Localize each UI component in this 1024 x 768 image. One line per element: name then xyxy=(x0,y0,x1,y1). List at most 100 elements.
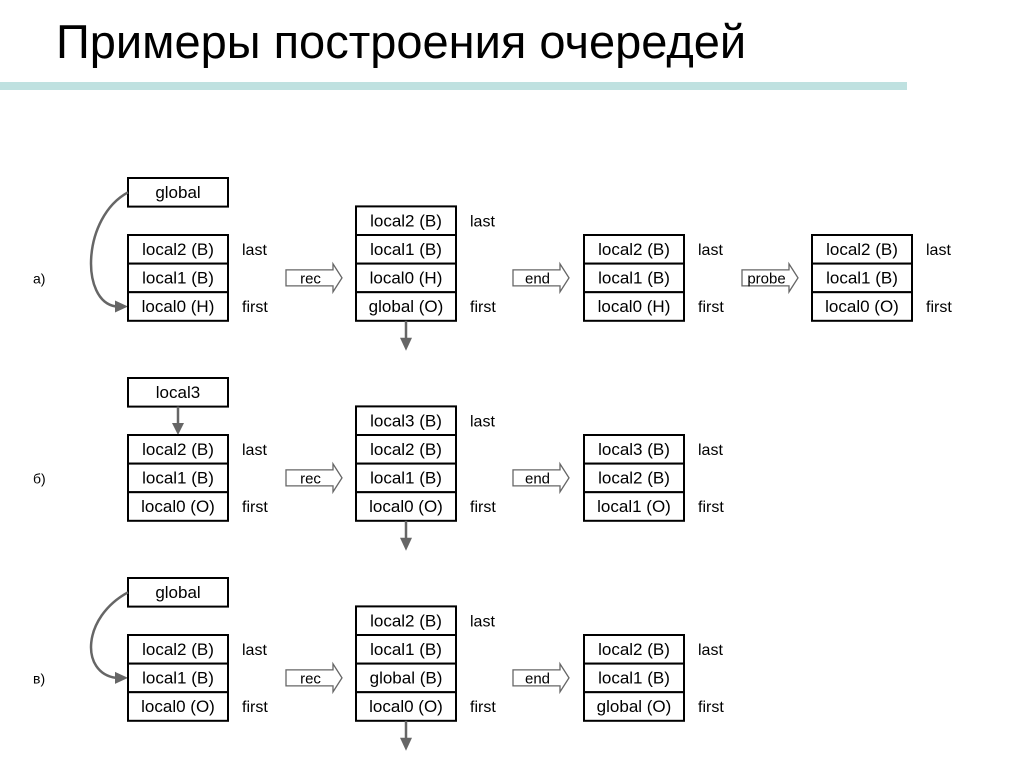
queue-cell-label: global (O) xyxy=(369,297,444,316)
queue-cell-label: local2 (B) xyxy=(370,440,442,459)
queue-cell-label: local1 (B) xyxy=(142,469,214,488)
operation-label: rec xyxy=(300,470,321,487)
insert-arrow-head xyxy=(115,300,128,313)
queue-cell-label: local0 (O) xyxy=(369,497,443,516)
queue-cell xyxy=(583,434,685,465)
queue-cell-label: local1 (B) xyxy=(370,640,442,659)
queue-cell xyxy=(583,691,685,722)
operation-arrow-rec: rec xyxy=(285,461,343,495)
first-pointer-label: first xyxy=(242,499,268,516)
queue-cell-label: local2 (B) xyxy=(598,240,670,259)
last-pointer-label: last xyxy=(470,613,495,630)
queue-cell-label: local1 (B) xyxy=(142,269,214,288)
operation-arrow-rec: rec xyxy=(285,661,343,695)
queue-cell xyxy=(583,234,685,265)
input-item-label: global xyxy=(155,583,200,602)
queue-cell-label: global (O) xyxy=(597,697,672,716)
insert-arrow-head xyxy=(115,671,128,684)
first-pointer-label: first xyxy=(242,299,268,316)
queue-cell xyxy=(127,691,229,722)
queue-cell-label: local0 (H) xyxy=(598,297,671,316)
operation-arrow-end: end xyxy=(512,461,570,495)
queue-cell-label: global (B) xyxy=(370,669,443,688)
input-item-label: global xyxy=(155,183,200,202)
last-pointer-label: last xyxy=(698,242,723,259)
queue-cell-label: local2 (B) xyxy=(826,240,898,259)
row-label: а) xyxy=(33,271,45,287)
queue-cell xyxy=(355,434,457,465)
row-label: б) xyxy=(33,471,46,487)
example-row-2: б) local3 local2 (B) local1 (B) local0 (O) la… xyxy=(33,377,724,551)
queue-cell xyxy=(127,291,229,322)
queue-cell xyxy=(127,634,229,665)
first-pointer-label: first xyxy=(242,699,268,716)
queue-cell xyxy=(127,491,229,522)
queue-cell-label: local3 (B) xyxy=(598,440,670,459)
queue-cell-label: local1 (B) xyxy=(598,269,670,288)
queue-cell xyxy=(811,291,913,322)
dequeue-arrow-head xyxy=(400,737,412,751)
queue-cell xyxy=(127,262,229,294)
operation-label: end xyxy=(525,470,550,487)
queue-cell-label: local2 (B) xyxy=(142,440,214,459)
input-item-box: global xyxy=(127,577,229,608)
queue-cell xyxy=(355,634,457,665)
queue-cell xyxy=(355,691,457,722)
operation-arrow-end: end xyxy=(512,261,570,295)
example-row-1: а) global local2 (B) local1 (B) local0 (H) la… xyxy=(33,177,952,351)
first-pointer-label: first xyxy=(470,499,496,516)
queue-cell-label: local2 (B) xyxy=(598,640,670,659)
queue-cell xyxy=(127,462,229,494)
queue-cell xyxy=(811,262,913,294)
queue-cell-label: local1 (B) xyxy=(826,269,898,288)
queue-cell-label: local2 (B) xyxy=(142,240,214,259)
last-pointer-label: last xyxy=(470,213,495,230)
page-title: Примеры построения очередей xyxy=(56,15,747,68)
queue-cell-label: local1 (O) xyxy=(597,497,671,516)
queue-cell xyxy=(127,434,229,465)
queue-cell-label: local0 (O) xyxy=(369,697,443,716)
operation-label: end xyxy=(525,270,550,287)
operation-arrow-rec: rec xyxy=(285,261,343,295)
queue-cell-label: local2 (B) xyxy=(598,469,670,488)
queue-stack: local3 (B) local2 (B) local1 (B) local0 (O)… xyxy=(355,405,496,551)
last-pointer-label: last xyxy=(470,413,495,430)
insert-curve-arrow xyxy=(89,591,129,680)
insert-curve-arrow xyxy=(89,191,129,308)
queue-cell-label: local1 (B) xyxy=(142,669,214,688)
first-pointer-label: first xyxy=(698,299,724,316)
queue-cell-label: local3 (B) xyxy=(370,411,442,430)
queue-cell xyxy=(127,234,229,265)
first-pointer-label: first xyxy=(698,499,724,516)
last-pointer-label: last xyxy=(698,642,723,659)
last-pointer-label: last xyxy=(242,642,267,659)
queue-cell xyxy=(583,291,685,322)
queue-cell xyxy=(583,662,685,694)
queue-cell-label: local0 (H) xyxy=(370,269,443,288)
queue-cell xyxy=(583,262,685,294)
first-pointer-label: first xyxy=(926,299,952,316)
operation-label: end xyxy=(525,670,550,687)
queue-stack: local2 (B)local1 (B)local0 (H)global (O)… xyxy=(355,205,496,351)
queue-cell-label: local0 (O) xyxy=(825,297,899,316)
queue-cell-label: local1 (B) xyxy=(598,669,670,688)
queue-cell-label: local0 (O) xyxy=(141,497,215,516)
row-label: в) xyxy=(33,671,45,687)
operation-label: rec xyxy=(300,270,321,287)
queue-cell-label: local1 (B) xyxy=(370,469,442,488)
operation-label: rec xyxy=(300,670,321,687)
queue-cell-label: local2 (B) xyxy=(142,640,214,659)
insert-arrow-head xyxy=(172,423,184,435)
title-underline xyxy=(0,82,907,90)
queue-cell-label: local1 (B) xyxy=(370,240,442,259)
input-item-box: local3 xyxy=(127,377,229,408)
queue-stack: local2 (B)local1 (B)global (B)local0 (O)… xyxy=(355,605,496,751)
queue-cell xyxy=(583,462,685,494)
